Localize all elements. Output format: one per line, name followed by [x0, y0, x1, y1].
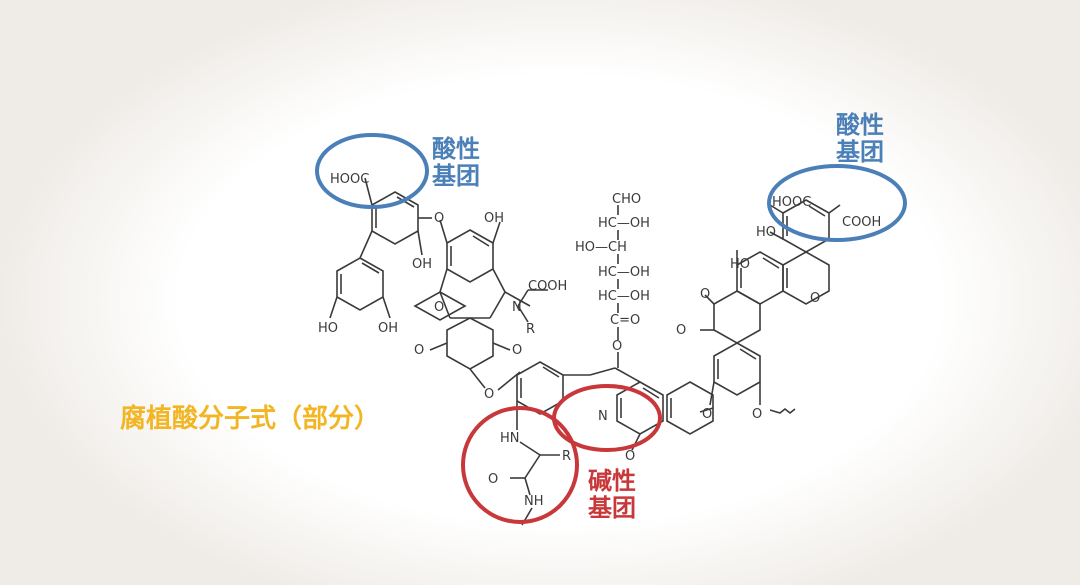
atom-oh-bottom: OH: [378, 321, 398, 336]
highlight-circles: [315, 133, 907, 524]
ring-g: [666, 381, 714, 435]
atom-oh-mid: OH: [412, 257, 432, 272]
atom-n-mid: N: [512, 300, 522, 315]
diagram-title: 腐植酸分子式（部分）: [120, 404, 381, 434]
atom-o-q2: O: [512, 343, 522, 358]
atom-hooc-left: HOOC: [330, 172, 369, 187]
atom-r-mid: R: [526, 322, 535, 337]
atom-labels: HOOC O OH OH HO OH COOH N R O O O O HN R…: [318, 172, 881, 509]
ring-i: [782, 251, 830, 305]
ring-a: [371, 191, 419, 245]
base-circle-amide: [461, 406, 579, 524]
atom-o-k1: O: [700, 287, 710, 302]
base-label-line2: 基团: [588, 493, 636, 522]
atom-cooh-mid: COOH: [528, 279, 567, 294]
atom-o-q1: O: [414, 343, 424, 358]
atom-nh: NH: [524, 494, 544, 509]
acid-group-label-right: 酸性 基团: [836, 112, 884, 166]
ring-d: [446, 317, 494, 370]
acid-label-right-line1: 酸性: [836, 111, 884, 139]
atom-o-ring: O: [434, 300, 444, 315]
ring-c: [446, 229, 494, 283]
acid-circle-left: [315, 133, 429, 209]
atom-oh-top1: OH: [484, 211, 504, 226]
ring-b: [336, 257, 384, 311]
atom-hooc-right: HOOC: [772, 195, 811, 210]
acid-label-left-line2: 基团: [432, 161, 480, 190]
base-group-label: 碱性 基团: [588, 468, 636, 522]
atom-c-eq-o: C=O: [610, 313, 640, 328]
atom-o-me: O: [752, 407, 762, 422]
acid-label-left-line1: 酸性: [432, 135, 480, 163]
base-label-line1: 碱性: [588, 467, 636, 495]
atom-r-low: R: [562, 449, 571, 464]
ring-l: [713, 342, 761, 396]
atom-n-pyr: N: [598, 409, 608, 424]
atom-o-low: O: [488, 472, 498, 487]
atom-o-sugar: O: [612, 339, 622, 354]
atom-o-link3: O: [702, 407, 712, 422]
wavy-bond: [769, 407, 796, 415]
acid-label-right-line2: 基团: [836, 137, 884, 166]
atom-hcoh2: HC—OH: [598, 265, 650, 280]
atom-hcoh3: HC—OH: [598, 289, 650, 304]
ring-oxazine: [413, 291, 467, 321]
atom-o-low2: O: [625, 449, 635, 464]
atom-cho: CHO: [612, 192, 641, 207]
atom-cooh-right: COOH: [842, 215, 881, 230]
atom-hoch: HO—CH: [575, 240, 627, 255]
atom-o-link2: O: [484, 387, 494, 402]
atom-hcoh1: HC—OH: [598, 216, 650, 231]
atom-hn: HN: [500, 431, 520, 446]
acid-circle-right: [767, 164, 907, 242]
bond-lines: [329, 177, 841, 526]
atom-ho-right: HO: [756, 225, 776, 240]
atom-o-k2: O: [676, 323, 686, 338]
atom-oh-right: HO: [730, 257, 750, 272]
atom-o-fur: O: [810, 291, 820, 306]
acid-group-label-left: 酸性 基团: [432, 136, 480, 190]
ring-k: [713, 290, 761, 344]
atom-ho-bottom: HO: [318, 321, 338, 336]
atom-o-link1: O: [434, 211, 444, 226]
